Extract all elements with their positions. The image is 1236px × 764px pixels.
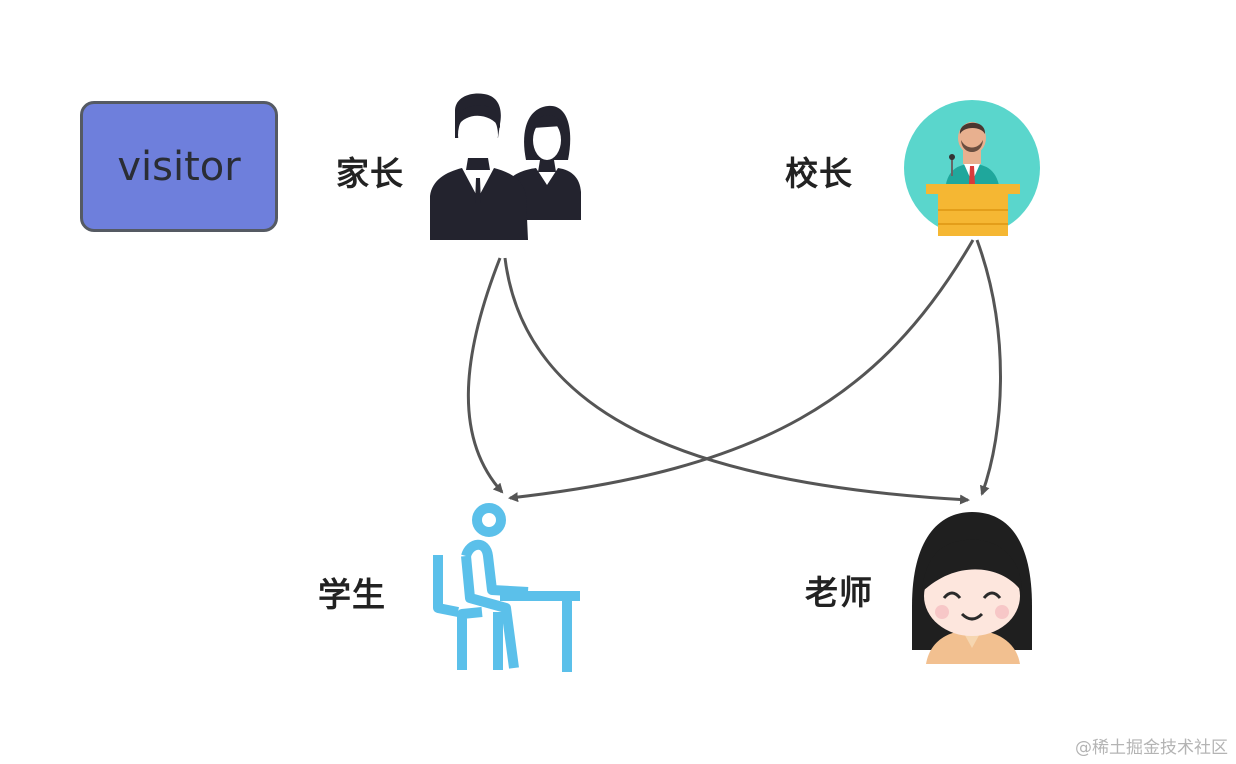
visitor-label: visitor bbox=[117, 143, 241, 190]
parent-label: 家长 bbox=[336, 154, 404, 193]
edge-principal-teacher bbox=[975, 239, 1002, 496]
student-at-desk-icon bbox=[433, 503, 580, 672]
principal-label: 校长 bbox=[785, 154, 853, 193]
parents-icon bbox=[430, 93, 581, 240]
principal-podium-icon bbox=[904, 100, 1040, 236]
teacher-girl-icon bbox=[912, 512, 1032, 664]
edges bbox=[466, 239, 1002, 505]
visitor-box: visitor bbox=[80, 101, 278, 232]
edge-principal-student bbox=[508, 239, 975, 503]
edge-parent-student bbox=[466, 257, 504, 494]
student-label: 学生 bbox=[318, 575, 386, 614]
teacher-label: 老师 bbox=[805, 573, 873, 612]
watermark: @稀土掘金技术社区 bbox=[1075, 738, 1228, 758]
edge-parent-teacher bbox=[503, 257, 970, 505]
